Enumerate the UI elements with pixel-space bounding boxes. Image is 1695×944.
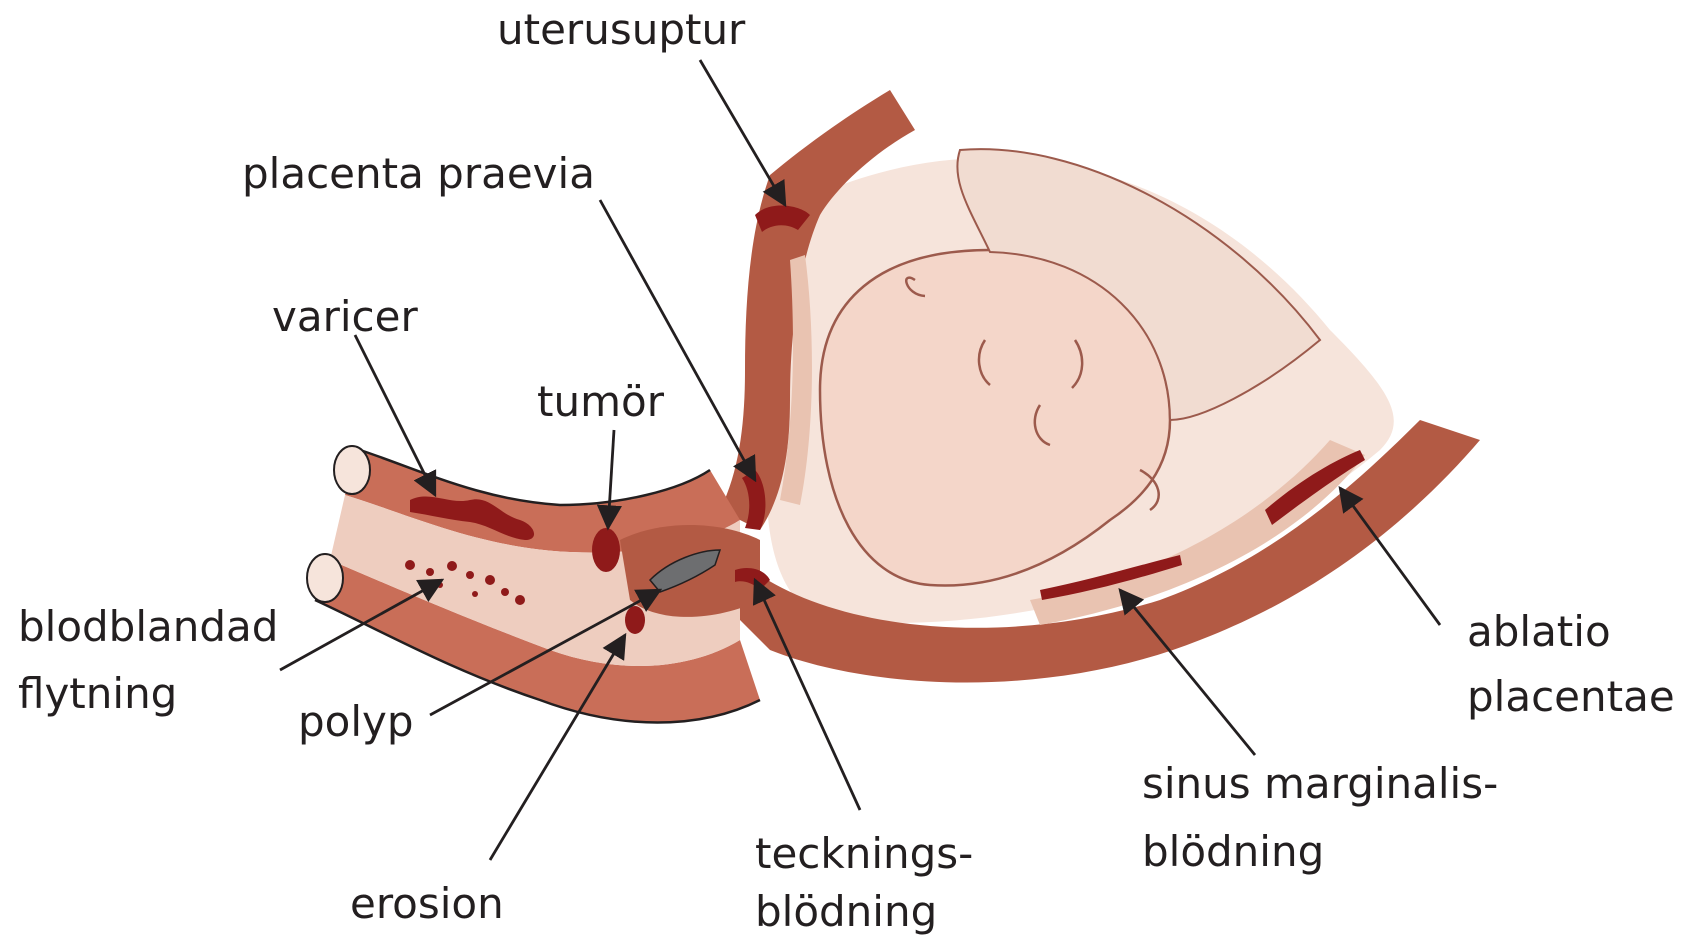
label-blodblandad: blodblandad <box>18 595 278 659</box>
label-ablatio: ablatio <box>1467 600 1611 664</box>
label-varicer: varicer <box>272 285 418 349</box>
label-tumor: tumör <box>537 370 664 434</box>
erosion <box>625 606 645 634</box>
label-placentae: placentae <box>1467 665 1675 729</box>
label-tecknings-blodning: blödning <box>755 880 937 944</box>
label-uterusuptur: uterusuptur <box>497 0 745 62</box>
label-tecknings: tecknings- <box>755 822 973 886</box>
vaginal-opening-upper <box>334 446 370 494</box>
label-flytning: flytning <box>18 662 177 726</box>
label-polyp: polyp <box>298 690 414 754</box>
leader-placenta-praevia <box>600 200 755 480</box>
label-sinus-marginalis: sinus marginalis- <box>1142 752 1498 816</box>
leader-uterusuptur <box>700 60 785 205</box>
label-placenta-praevia: placenta praevia <box>242 142 595 206</box>
vaginal-opening-lower <box>307 554 343 602</box>
tumor <box>592 528 620 572</box>
label-erosion: erosion <box>350 872 504 936</box>
label-sinus-blodning: blödning <box>1142 820 1324 884</box>
